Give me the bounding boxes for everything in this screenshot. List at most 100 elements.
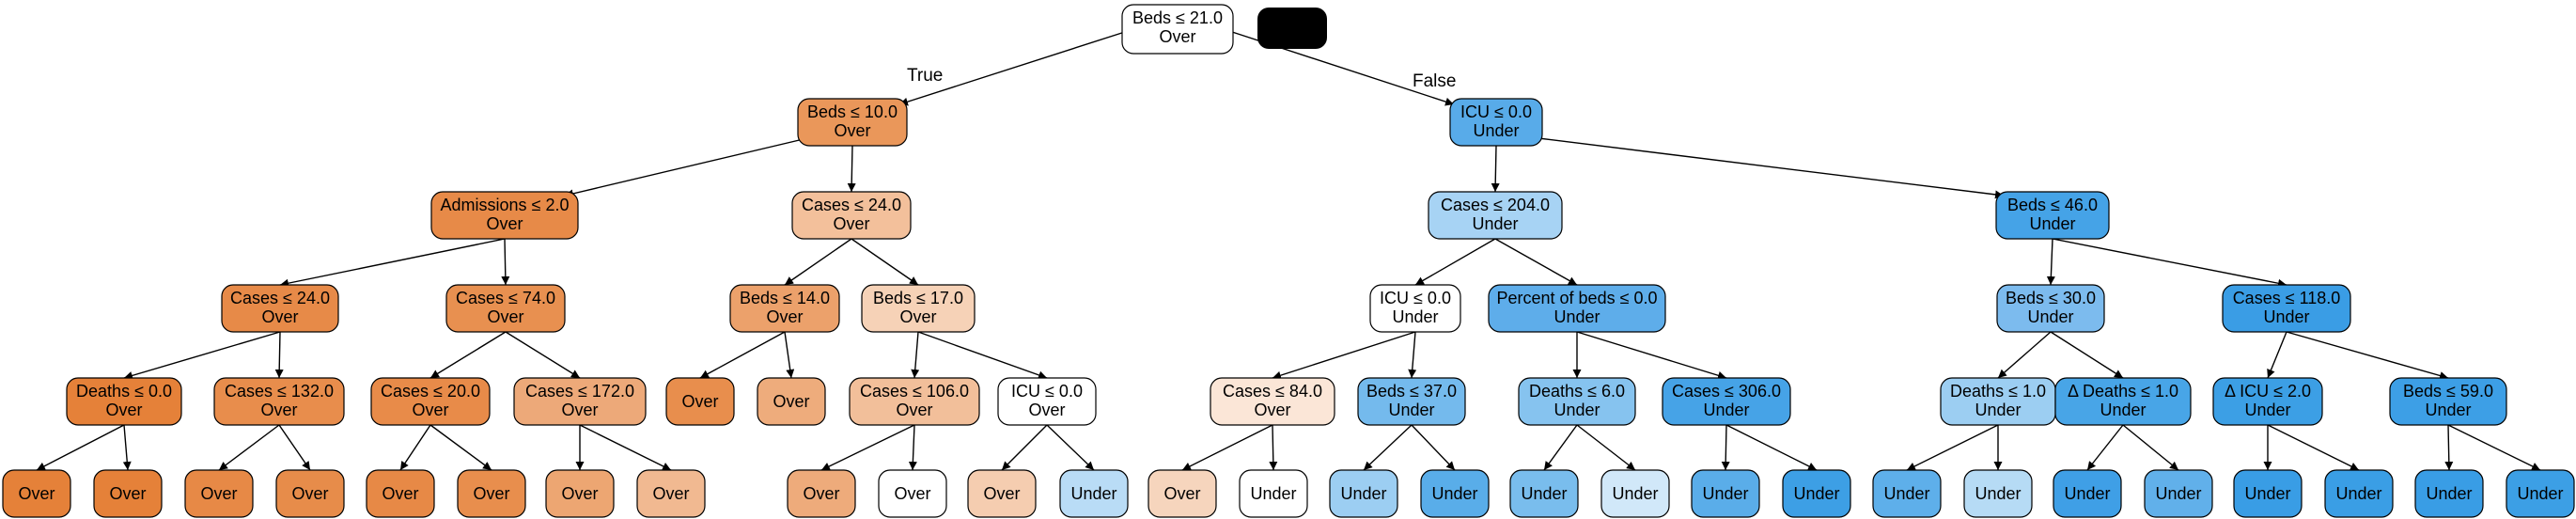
leaf-node: Over	[878, 469, 947, 518]
tree-edge	[2046, 238, 2055, 286]
node-box	[430, 191, 579, 240]
tree-edge	[847, 145, 856, 193]
node-condition-label: Beds ≤ 59.0	[2403, 382, 2493, 401]
node-box	[2144, 469, 2213, 518]
leaf-class-label: Under	[2155, 484, 2201, 503]
tree-edge	[564, 137, 808, 198]
node-box	[797, 98, 908, 147]
leaf-node: Over	[366, 469, 435, 518]
leaf-class-label: Over	[291, 484, 328, 503]
node-box	[1662, 377, 1791, 426]
tree-edge	[36, 424, 125, 471]
tree-edge	[851, 238, 919, 286]
node-condition-label: Beds ≤ 30.0	[2006, 289, 2096, 307]
leaf-node: Under	[2053, 469, 2122, 518]
node-condition-label: Cases ≤ 306.0	[1672, 382, 1781, 401]
node-box	[213, 377, 345, 426]
node-box	[1210, 377, 1335, 426]
leaf-node: Over	[787, 469, 856, 518]
leaf-node: Under	[1059, 469, 1129, 518]
leaf-node: Over	[457, 469, 526, 518]
node-condition-label: Admissions ≤ 2.0	[441, 196, 570, 214]
node-box	[729, 284, 840, 333]
node-box	[1369, 284, 1461, 333]
leaf-class-label: Over	[894, 484, 930, 503]
leaf-class-label: Over	[109, 484, 146, 503]
leaf-class-label: Under	[2064, 484, 2110, 503]
node-class-label: Under	[2100, 401, 2146, 419]
node-condition-label: Beds ≤ 46.0	[2007, 196, 2098, 214]
tree-edge	[1001, 424, 1048, 471]
node-condition-label: Deaths ≤ 1.0	[1950, 382, 2046, 401]
node-box	[1782, 469, 1851, 518]
node-box	[93, 469, 163, 518]
leaf-node: Over	[967, 469, 1037, 518]
node-box	[1518, 377, 1636, 426]
tree-edge	[1576, 424, 1636, 471]
tree-edge	[2122, 424, 2179, 471]
node-condition-label: ICU ≤ 0.0	[1380, 289, 1451, 307]
leaf-node: Under	[1872, 469, 1942, 518]
leaf-node: Under	[2506, 469, 2575, 518]
leaf-node: Under	[1420, 469, 1490, 518]
leaf-node: Over	[665, 377, 735, 426]
tree-edge	[1414, 238, 1496, 286]
tree-edge	[1997, 331, 2052, 379]
node-box	[2324, 469, 2394, 518]
node-box	[66, 377, 182, 426]
leaf-node: Under	[1509, 469, 1579, 518]
tree-edge	[505, 331, 581, 379]
node-class-label: Over	[899, 307, 936, 326]
node-class-label: Over	[486, 214, 523, 233]
node-condition-label: Cases ≤ 118.0	[2233, 289, 2341, 307]
node-box	[1600, 469, 1670, 518]
node-class-label: Under	[2244, 401, 2290, 419]
leaf-class-label: Under	[2244, 484, 2290, 503]
node-class-label: Over	[260, 401, 297, 419]
tree-edge	[429, 424, 492, 471]
node-box	[878, 469, 947, 518]
tree-edge	[274, 331, 284, 379]
node-condition-label: Percent of beds ≤ 0.0	[1497, 289, 1658, 307]
node-box	[2, 469, 71, 518]
leaf-class-label: Over	[18, 484, 55, 503]
node-box	[370, 377, 491, 426]
node-box	[1420, 469, 1490, 518]
node-class-label: Over	[487, 307, 523, 326]
tree-edge	[218, 424, 280, 471]
node-condition-label: Cases ≤ 172.0	[525, 382, 634, 401]
leaf-node: Under	[2144, 469, 2213, 518]
true-edge-label: True	[907, 66, 943, 86]
node-class-label: Over	[412, 401, 448, 419]
tree-edge	[1272, 331, 1416, 380]
leaf-class-label: Under	[1340, 484, 1386, 503]
tree-edge	[1543, 424, 1578, 471]
node-class-label: Over	[834, 121, 870, 140]
node-box	[445, 284, 566, 333]
node-box	[1691, 469, 1760, 518]
tree-edge	[898, 30, 1129, 106]
node-condition-label: ICU ≤ 0.0	[1460, 102, 1532, 121]
leaf-node: Over	[93, 469, 163, 518]
node-box	[1357, 377, 1466, 426]
edges-layer	[36, 30, 2541, 471]
node-box	[997, 377, 1097, 426]
node-class-label: Over	[896, 401, 932, 419]
tree-edge	[2050, 331, 2124, 379]
node-box	[1121, 4, 1234, 55]
tree-edge	[1491, 145, 1500, 193]
node-condition-label: Cases ≤ 106.0	[860, 382, 969, 401]
